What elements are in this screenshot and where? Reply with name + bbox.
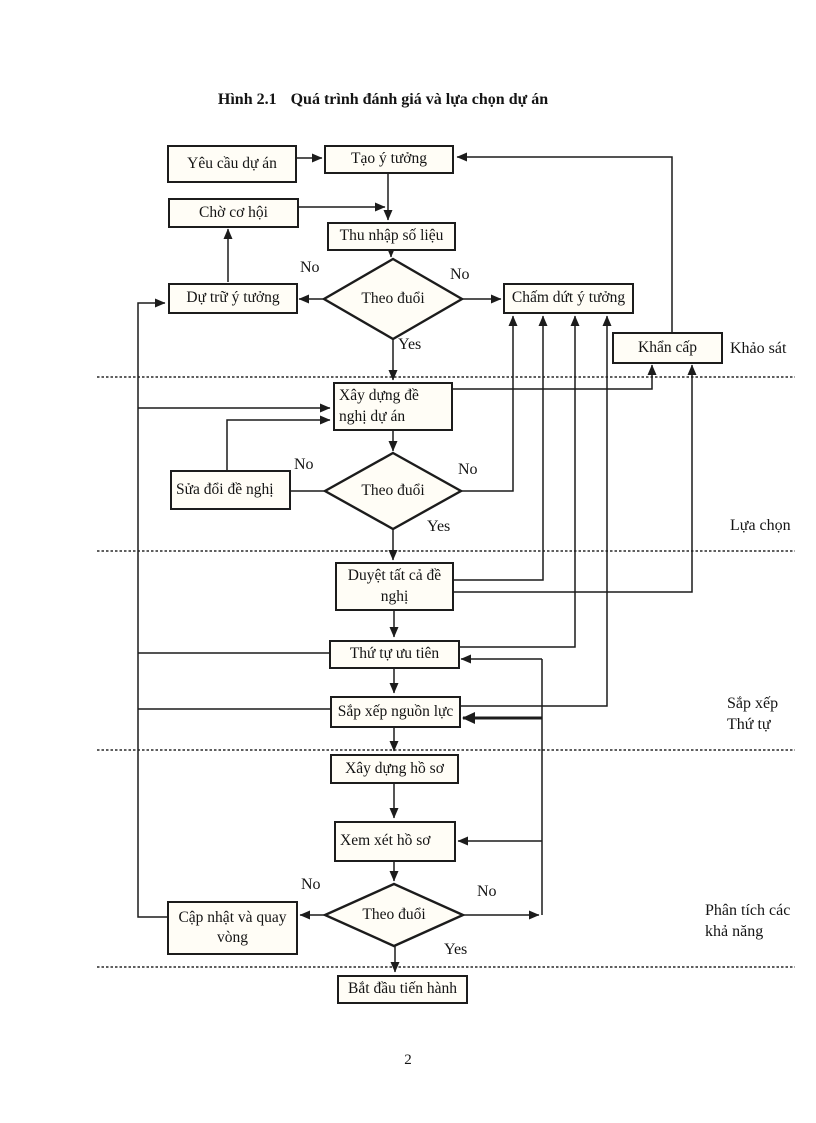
section-label-lua-chon: Lựa chọn [730, 517, 791, 534]
decision-diamond-3 [322, 882, 466, 948]
decision-2-label: Theo đuổi [361, 482, 425, 499]
node-sua-doi-de-nghi: Sửa đổi đề nghị [170, 470, 291, 510]
node-tao-y-tuong: Tạo ý tưởng [324, 145, 454, 174]
decision-2-no-right-label: No [458, 461, 478, 478]
section-label-phan-tich: Phân tích các khả năng [705, 901, 790, 943]
decision-3-no-left-label: No [301, 876, 321, 893]
node-cho-co-hoi: Chờ cơ hội [168, 198, 299, 228]
arrow-diamond2-no-to-chamdut [461, 315, 518, 492]
phase-divider-lines [97, 376, 795, 968]
node-yeu-cau-du-an: Yêu cầu dự án [167, 145, 297, 183]
decision-3-label: Theo đuổi [362, 906, 426, 923]
arrow-khancap-to-taoytuong [456, 152, 673, 332]
decision-1-no-right-label: No [450, 266, 470, 283]
node-thu-tu-uu-tien: Thứ tự ưu tiên [329, 640, 460, 669]
decision-1-label: Theo đuổi [361, 290, 425, 307]
decision-3-yes-label: Yes [444, 941, 468, 958]
arrow-duyet-to-khancap [453, 364, 697, 593]
node-cham-dut-y-tuong: Chấm dứt ý tưởng [503, 283, 634, 314]
node-xay-dung-ho-so: Xây dựng hồ sơ [330, 754, 459, 784]
decision-1-no-left-label: No [300, 259, 320, 276]
arrow-suadoi-to-xaydungdenghi [226, 415, 331, 470]
section-label-sap-xep-thu-tu: Sắp xếp Thứ tự [727, 694, 778, 736]
node-thu-nhap-so-lieu: Thu nhập số liệu [327, 222, 456, 251]
figure-number: Hình 2.1 [217, 91, 277, 108]
node-bat-dau-tien-hanh: Bắt đầu tiến hành [337, 975, 468, 1004]
decision-diamond-1 [321, 257, 465, 341]
decision-2-yes-label: Yes [427, 518, 451, 535]
figure-caption: Quá trình đánh giá và lựa chọn dự án [290, 91, 549, 108]
node-xay-dung-de-nghi: Xây dựng đề nghị dự án [333, 382, 453, 431]
node-cap-nhat-quay-vong: Cập nhật và quay vòng [167, 901, 298, 955]
arrow-thutu-to-chamdut [459, 315, 580, 648]
section-label-sap-xep-line1: Sắp xếp [727, 695, 779, 712]
section-label-phan-tich-line1: Phân tích các [705, 902, 791, 919]
node-khan-cap: Khẩn cấp [612, 332, 723, 364]
decision-3-no-right-label: No [477, 883, 497, 900]
decision-1-yes-label: Yes [398, 336, 422, 353]
section-label-sap-xep-line2: Thứ tự [727, 715, 771, 733]
arrow-sapxep-to-chamdut [460, 315, 612, 707]
node-sap-xep-nguon-luc: Sắp xếp nguồn lực [330, 696, 461, 728]
figure-title: Hình 2.1 Quá trình đánh giá và lựa chọn d… [100, 91, 666, 109]
arrow-xaydungdenghi-to-khancap [452, 364, 657, 390]
section-label-phan-tich-line2: khả năng [705, 922, 764, 940]
node-xem-xet-ho-so: Xem xét hồ sơ [334, 821, 456, 862]
decision-2-no-left-label: No [294, 456, 314, 473]
section-label-khao-sat: Khảo sát [730, 340, 787, 357]
node-duyet-tat-ca: Duyệt tất cả đề nghị [335, 562, 454, 611]
page-number: 2 [404, 1052, 412, 1068]
feedback-bus-left-capnhat-to-dutru [137, 298, 167, 918]
decision-diamond-2 [322, 451, 464, 531]
arrow-duyet-to-chamdut [453, 315, 548, 581]
node-du-tru-y-tuong: Dự trữ ý tưởng [168, 283, 298, 314]
